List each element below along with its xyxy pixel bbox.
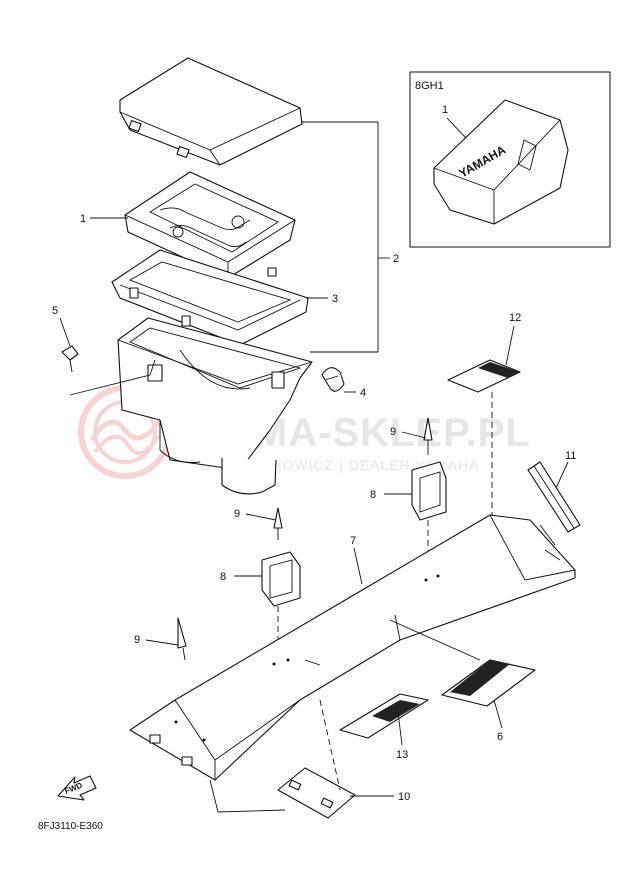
callout-13: 13 (396, 749, 408, 761)
tool-tray-part (124, 171, 296, 279)
callout-3: 3 (332, 293, 338, 305)
sticker-6-part (441, 659, 536, 707)
main-tray-part (129, 514, 576, 781)
callout-12: 12 (509, 312, 521, 324)
tray-frame-part (111, 249, 309, 346)
callout-10: 10 (398, 791, 410, 803)
callout-7: 7 (350, 535, 356, 547)
callout-5: 5 (52, 305, 58, 317)
callout-2: 2 (393, 253, 399, 265)
callout-9a: 9 (390, 426, 396, 438)
lid-part (119, 57, 303, 166)
inset-box: 8GH1 1 YAMAHA (409, 71, 611, 248)
plate-part (277, 767, 356, 819)
callout-9b: 9 (234, 508, 240, 520)
diagram-code: 8FJ3110-E360 (38, 821, 103, 832)
clip-part (321, 367, 345, 392)
bracket-8b-part (261, 551, 301, 607)
bracket-8a-part (411, 461, 447, 521)
bolt-part (61, 345, 79, 373)
callout-1: 1 (80, 213, 86, 225)
callout-4: 4 (360, 387, 366, 399)
callout-11: 11 (565, 450, 576, 462)
callout-6: 6 (497, 731, 503, 743)
sticker-13-part (339, 693, 429, 739)
rivet-9a-part (423, 417, 433, 455)
strap-part (527, 461, 581, 533)
sticker-12-part (447, 359, 521, 393)
callout-9c: 9 (134, 634, 140, 646)
rivet-9b-part (273, 507, 283, 540)
inset-callout: 1 (442, 104, 448, 116)
rivet-9c-part (177, 617, 187, 661)
group-bracket (302, 121, 390, 353)
callout-8a: 8 (370, 489, 376, 501)
box-part (117, 317, 313, 495)
cover-part: YAMAHA (433, 99, 569, 225)
fwd-arrow-icon: FWD (57, 775, 97, 801)
callout-8b: 8 (220, 571, 226, 583)
inset-code: 8GH1 (415, 80, 444, 92)
